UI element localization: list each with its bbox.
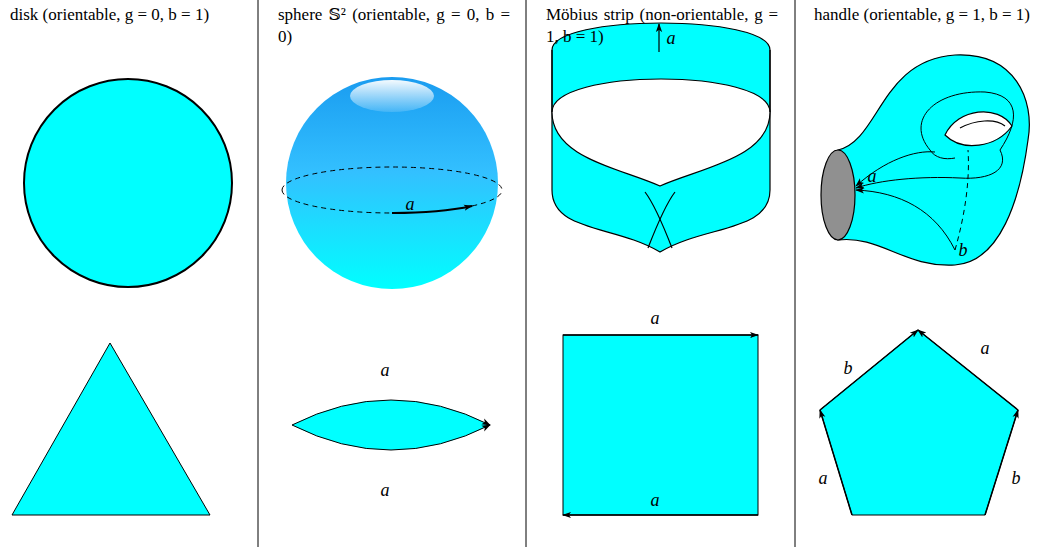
pentagon-figure: [820, 330, 1018, 515]
square-figure: [563, 335, 758, 515]
mobius-figure: [552, 23, 770, 252]
edge-label: b: [959, 240, 968, 260]
column-heading: Möbius strip (non-orientable, g = 1, b =…: [546, 4, 778, 48]
handle-figure: [821, 55, 1029, 265]
triangle-figure: [12, 343, 210, 515]
edge-label: b: [1012, 468, 1021, 488]
edge-label: a: [868, 166, 877, 186]
edge-label: a: [981, 338, 990, 358]
column-heading: disk (orientable, g = 0, b = 1): [10, 4, 242, 26]
lens-figure: [292, 400, 490, 450]
edge-label: a: [651, 308, 660, 328]
edge-label: a: [819, 468, 828, 488]
edge-label: a: [381, 360, 390, 380]
sphere-figure: [282, 77, 502, 289]
edge-label: a: [381, 480, 390, 500]
disk-figure: [24, 79, 232, 287]
edge-label: a: [406, 194, 415, 214]
column-heading: handle (orientable, g = 1, b = 1): [814, 4, 1043, 26]
edge-label: b: [844, 358, 853, 378]
column-divider: [258, 0, 795, 547]
edge-label: a: [667, 28, 676, 48]
column-heading: sphere 𝕊² (orientable, g = 0, b = 0): [278, 4, 510, 48]
edge-label: a: [651, 490, 660, 510]
